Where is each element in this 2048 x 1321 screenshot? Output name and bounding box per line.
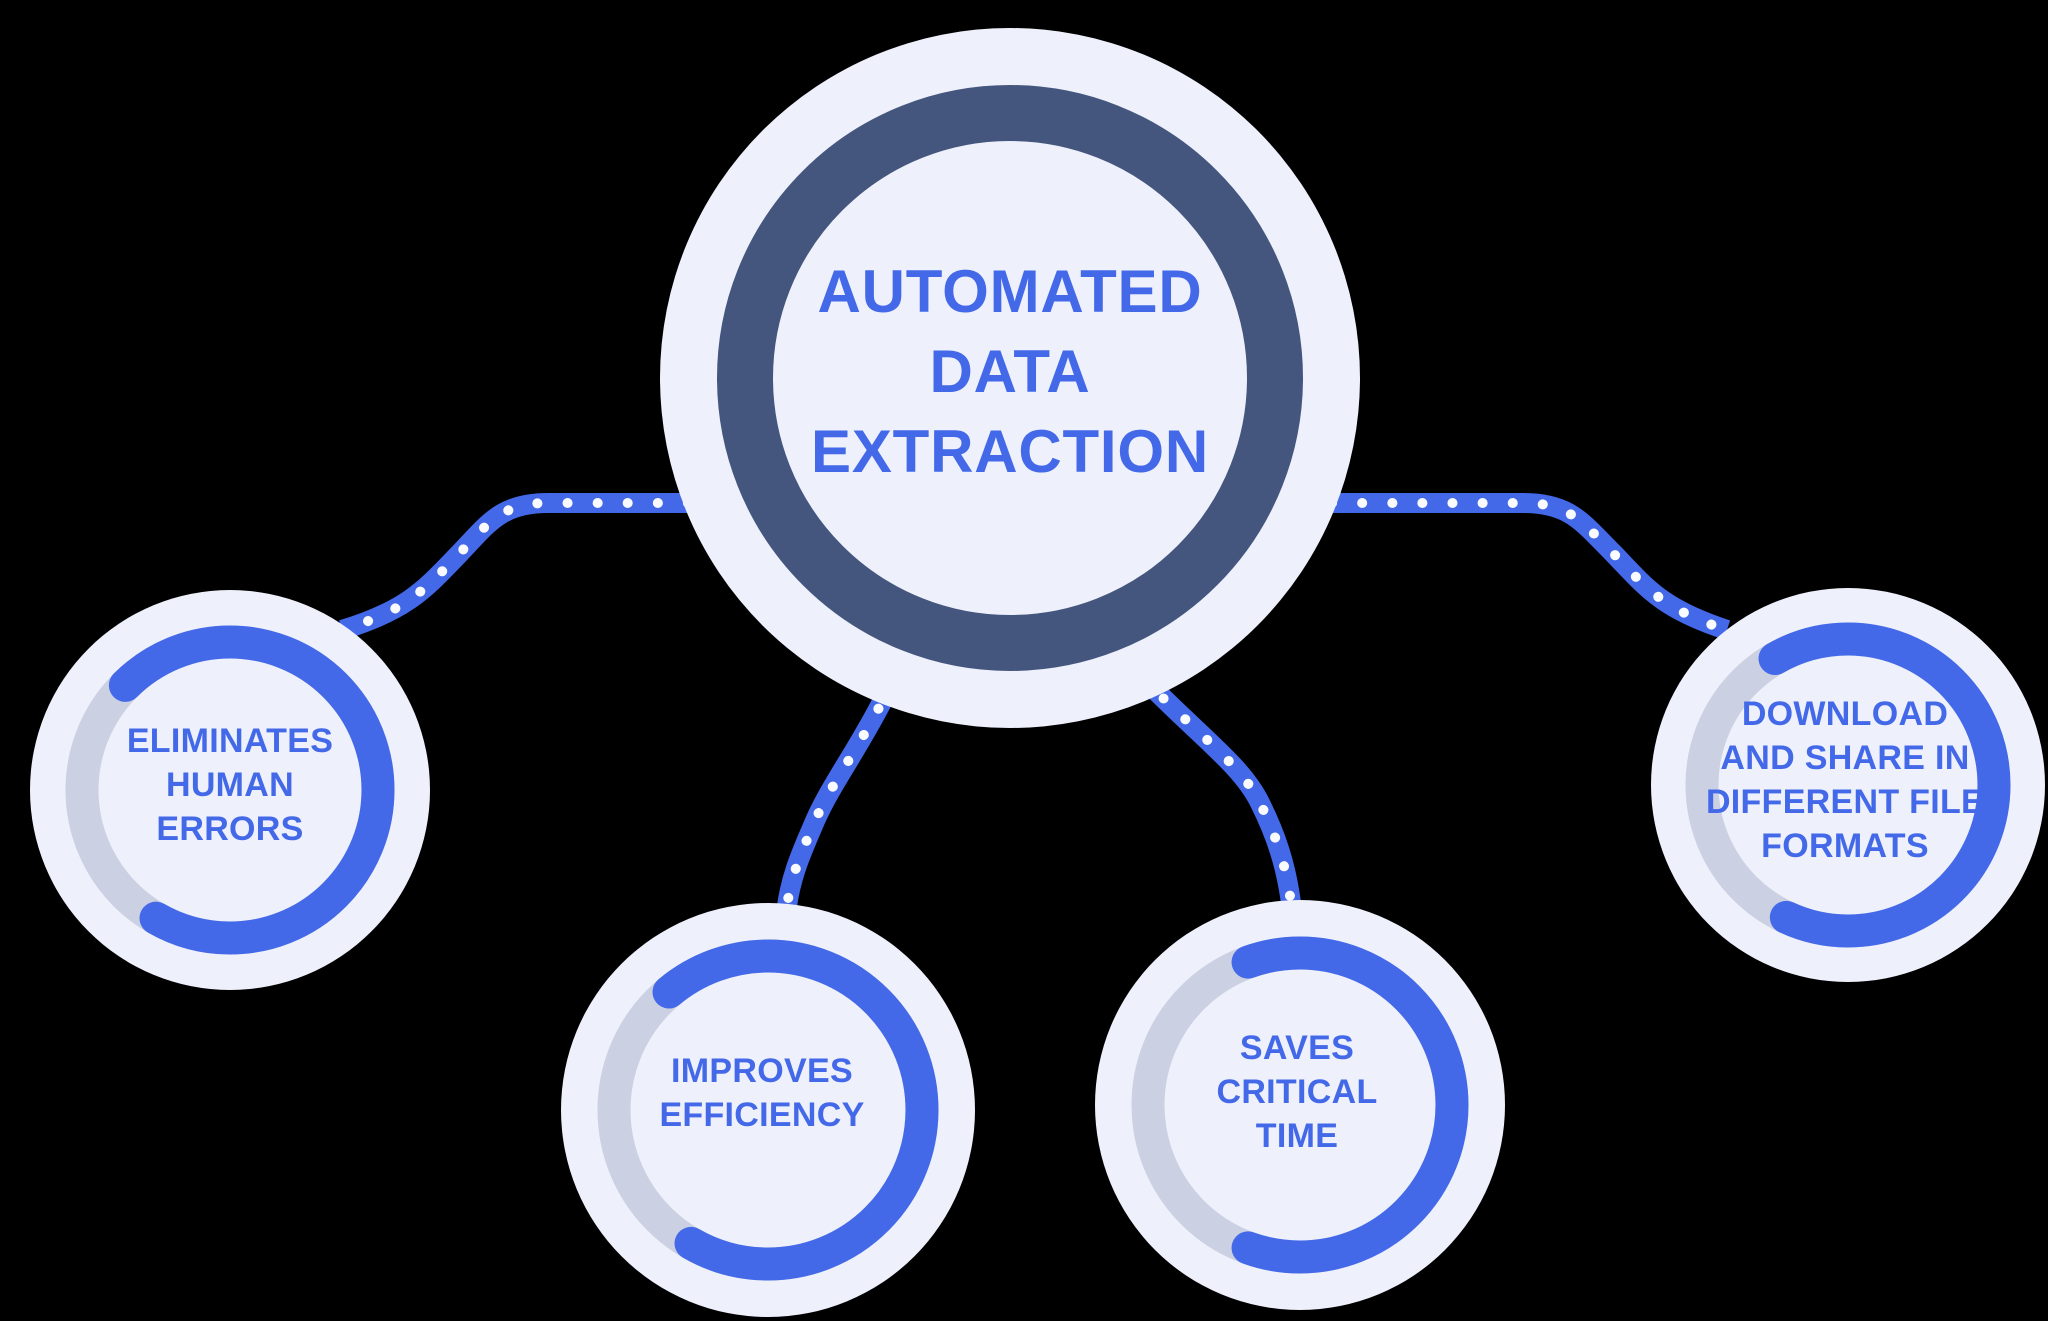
connector-download	[1315, 492, 1732, 640]
connector-saves-dots	[1150, 685, 1296, 908]
node-improves	[561, 903, 975, 1317]
node-improves-progress-arc	[597, 939, 939, 1281]
connector-saves-band	[1147, 682, 1301, 905]
connector-improves	[777, 693, 893, 911]
connector-download-dots	[1315, 497, 1732, 635]
central-node-ring	[717, 85, 1303, 671]
node-saves-progress-arc	[1131, 936, 1469, 1274]
connector-eliminates	[337, 492, 705, 640]
node-eliminates-progress-arc	[65, 625, 395, 955]
connector-saves	[1147, 682, 1301, 908]
connector-improves-band	[777, 693, 893, 908]
node-saves	[1095, 900, 1505, 1310]
connector-improves-dots	[782, 693, 889, 911]
connector-eliminates-dots	[337, 497, 705, 635]
connector-download-band	[1320, 492, 1731, 640]
central-node	[660, 28, 1360, 728]
node-download-progress-arc	[1685, 622, 2011, 948]
node-eliminates	[30, 590, 430, 990]
node-download	[1651, 588, 2045, 982]
